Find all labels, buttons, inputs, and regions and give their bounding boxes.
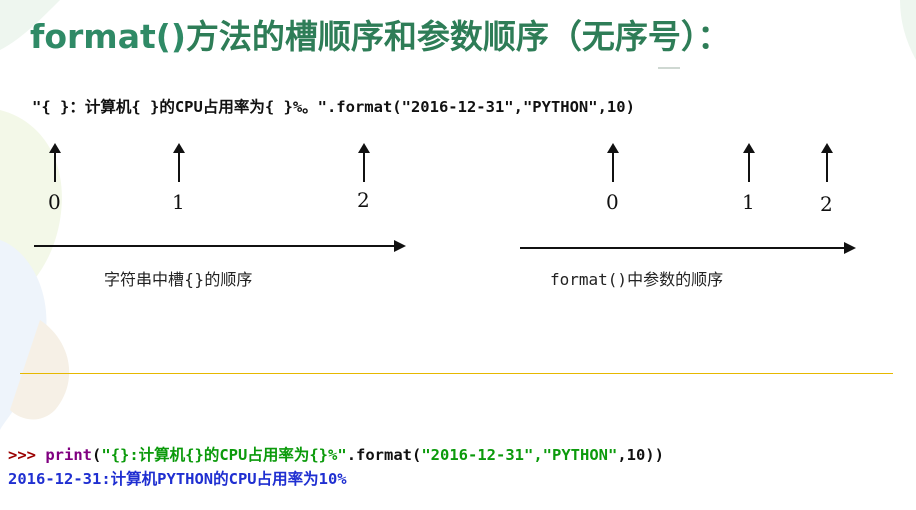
slot-arrow-0 xyxy=(49,143,61,182)
slot-index-2: 2 xyxy=(357,188,370,212)
shell-tail: ,10)) xyxy=(617,446,664,464)
arg-arrow-2 xyxy=(821,143,833,182)
shell-format-string: "{}:计算机{}的CPU占用率为{}%" xyxy=(101,446,347,464)
title-code: format() xyxy=(30,17,186,56)
slot-order-arrow xyxy=(34,240,406,252)
shell-input-line: >>> print("{}:计算机{}的CPU占用率为{}%".format("… xyxy=(8,443,664,465)
shell-prompt: >>> xyxy=(8,446,36,464)
slot-order-caption: 字符串中槽{}的顺序 xyxy=(104,270,253,289)
arg-index-0: 0 xyxy=(606,190,619,214)
slot-index-1: 1 xyxy=(172,190,185,214)
title-underline-mark xyxy=(658,67,680,69)
slot-arrow-1 xyxy=(173,143,185,182)
shell-format-method: .format( xyxy=(346,446,422,464)
shell-open-paren: ( xyxy=(92,446,102,464)
shell-args: "2016-12-31","PYTHON" xyxy=(421,446,618,464)
shell-print-func: print xyxy=(45,446,93,464)
slot-arrow-2 xyxy=(358,143,370,182)
slot-index-0: 0 xyxy=(48,190,61,214)
arg-arrow-0 xyxy=(607,143,619,182)
arg-index-2: 2 xyxy=(820,192,833,216)
separator-line xyxy=(20,373,893,374)
arg-arrow-1 xyxy=(743,143,755,182)
slide-title: format()方法的槽顺序和参数顺序（无序号）： xyxy=(30,10,730,58)
arg-order-arrow xyxy=(520,242,856,254)
title-text: 方法的槽顺序和参数顺序（无序号）： xyxy=(185,17,731,56)
arg-order-caption: format()中参数的顺序 xyxy=(550,270,724,289)
format-expression: "{ }：计算机{ }的CPU占用率为{ }%。".format("2016-1… xyxy=(32,98,635,116)
arg-index-1: 1 xyxy=(742,190,755,214)
shell-output-line: 2016-12-31:计算机PYTHON的CPU占用率为10% xyxy=(8,470,347,488)
